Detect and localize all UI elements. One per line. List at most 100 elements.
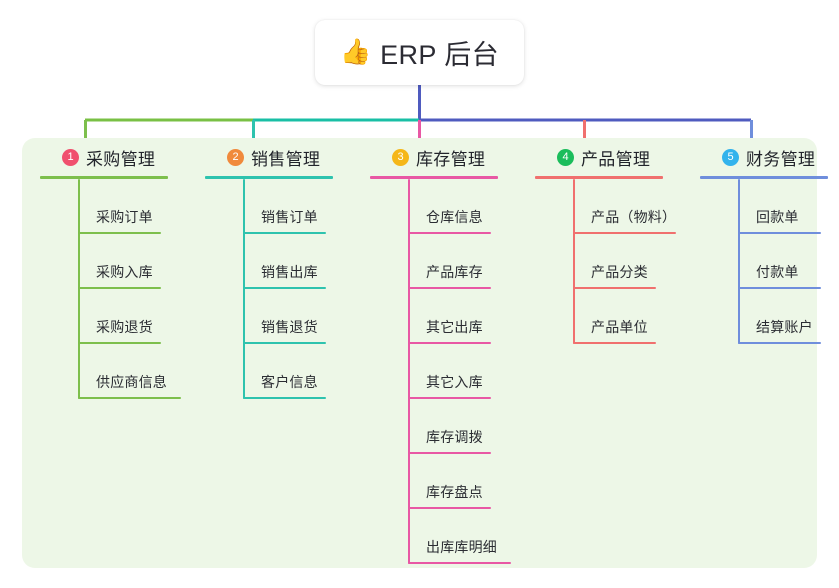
branch-body-2: 销售订单销售出库销售退货客户信息 [243, 179, 371, 399]
branch-spine-3 [408, 179, 410, 564]
leaf-item-underline [573, 342, 656, 344]
leaf-item-label: 采购入库 [96, 264, 153, 280]
leaf-item-underline [78, 232, 161, 234]
leaf-item-label: 出库库明细 [426, 539, 497, 555]
leaf-item-underline [243, 397, 326, 399]
leaf-item[interactable]: 销售退货 [243, 289, 371, 344]
leaf-item-underline [738, 342, 821, 344]
branch-title-3: 库存管理 [416, 149, 486, 169]
leaf-item-underline [408, 507, 491, 509]
leaf-item-label: 产品（物料） [591, 209, 677, 225]
branch-header-4[interactable]: 4 产品管理 [535, 138, 701, 176]
branch-underline-2 [205, 176, 333, 179]
branch-spine-1 [78, 179, 80, 399]
leaf-item-underline [573, 287, 656, 289]
leaf-item-label: 其它出库 [426, 319, 483, 335]
branch-underline-3 [370, 176, 498, 179]
branch-title-1: 采购管理 [86, 149, 156, 169]
branch-header-5[interactable]: 5 财务管理 [700, 138, 839, 176]
branch-badge-4: 4 [557, 148, 574, 166]
leaf-item[interactable]: 采购退货 [78, 289, 206, 344]
branch-badge-5: 5 [722, 148, 739, 166]
leaf-item[interactable]: 付款单 [738, 234, 839, 289]
leaf-item[interactable]: 供应商信息 [78, 344, 206, 399]
leaf-item-underline [573, 232, 676, 234]
branch-body-3: 仓库信息产品库存其它出库其它入库库存调拨库存盘点出库库明细 [408, 179, 536, 564]
branch-underline-4 [535, 176, 663, 179]
leaf-item[interactable]: 库存调拨 [408, 399, 536, 454]
leaf-item-underline [243, 287, 326, 289]
branch-underline-1 [40, 176, 168, 179]
branch-spine-4 [573, 179, 575, 344]
leaf-item-underline [408, 287, 491, 289]
leaf-item[interactable]: 产品（物料） [573, 179, 701, 234]
leaf-item-underline [243, 232, 326, 234]
root-node[interactable]: 👍 ERP 后台 [315, 20, 524, 85]
leaf-item-label: 采购订单 [96, 209, 153, 225]
leaf-item[interactable]: 结算账户 [738, 289, 839, 344]
leaf-item[interactable]: 产品库存 [408, 234, 536, 289]
leaf-item-label: 销售订单 [261, 209, 318, 225]
leaf-item-label: 供应商信息 [96, 374, 167, 390]
branch-column-1: 1 采购管理采购订单采购入库采购退货供应商信息 [40, 138, 206, 399]
leaf-item-label: 产品单位 [591, 319, 648, 335]
branch-title-2: 销售管理 [251, 149, 321, 169]
leaf-item[interactable]: 采购入库 [78, 234, 206, 289]
leaf-item-underline [738, 287, 821, 289]
leaf-item[interactable]: 其它入库 [408, 344, 536, 399]
branch-badge-1: 1 [62, 148, 79, 166]
leaf-item[interactable]: 出库库明细 [408, 509, 536, 564]
leaf-item-underline [408, 232, 491, 234]
branch-body-4: 产品（物料） 产品分类产品单位 [573, 179, 701, 344]
branch-columns: 1 采购管理采购订单采购入库采购退货供应商信息 2 销售管理销售订单销售出库销售退货客… [22, 138, 828, 568]
leaf-item-underline [408, 397, 491, 399]
leaf-item[interactable]: 库存盘点 [408, 454, 536, 509]
branch-header-1[interactable]: 1 采购管理 [40, 138, 206, 176]
leaf-item-label: 产品库存 [426, 264, 483, 280]
leaf-item-underline [408, 562, 511, 564]
leaf-item-underline [408, 452, 491, 454]
leaf-item[interactable]: 产品分类 [573, 234, 701, 289]
branch-badge-2: 2 [227, 148, 244, 166]
branch-title-4: 产品管理 [581, 149, 651, 169]
branch-column-2: 2 销售管理销售订单销售出库销售退货客户信息 [205, 138, 371, 399]
leaf-item-label: 库存盘点 [426, 484, 483, 500]
leaf-item-label: 其它入库 [426, 374, 483, 390]
leaf-item-label: 付款单 [756, 264, 799, 280]
leaf-item-label: 结算账户 [756, 319, 813, 335]
branch-spine-2 [243, 179, 245, 399]
leaf-item-underline [78, 342, 161, 344]
leaf-item-underline [243, 342, 326, 344]
branch-header-2[interactable]: 2 销售管理 [205, 138, 371, 176]
leaf-item-label: 库存调拨 [426, 429, 483, 445]
leaf-item[interactable]: 其它出库 [408, 289, 536, 344]
leaf-item[interactable]: 销售出库 [243, 234, 371, 289]
branch-title-5: 财务管理 [746, 149, 816, 169]
leaf-item-underline [408, 342, 491, 344]
branch-underline-5 [700, 176, 828, 179]
leaf-item-label: 销售退货 [261, 319, 318, 335]
leaf-item[interactable]: 采购订单 [78, 179, 206, 234]
leaf-item-label: 客户信息 [261, 374, 318, 390]
leaf-item-label: 采购退货 [96, 319, 153, 335]
leaf-item-label: 销售出库 [261, 264, 318, 280]
root-node-label: ERP 后台 [380, 40, 500, 70]
leaf-item[interactable]: 客户信息 [243, 344, 371, 399]
leaf-item[interactable]: 销售订单 [243, 179, 371, 234]
branches-panel [22, 138, 817, 568]
leaf-item[interactable]: 产品单位 [573, 289, 701, 344]
branch-column-5: 5 财务管理回款单付款单结算账户 [700, 138, 839, 344]
leaf-item-label: 产品分类 [591, 264, 648, 280]
leaf-item-underline [78, 397, 181, 399]
leaf-item-underline [78, 287, 161, 289]
leaf-item-label: 仓库信息 [426, 209, 483, 225]
leaf-item-label: 回款单 [756, 209, 799, 225]
leaf-item-underline [738, 232, 821, 234]
leaf-item[interactable]: 回款单 [738, 179, 839, 234]
thumbs-up-icon: 👍 [339, 38, 372, 66]
branch-column-4: 4 产品管理产品（物料） 产品分类产品单位 [535, 138, 701, 344]
leaf-item[interactable]: 仓库信息 [408, 179, 536, 234]
